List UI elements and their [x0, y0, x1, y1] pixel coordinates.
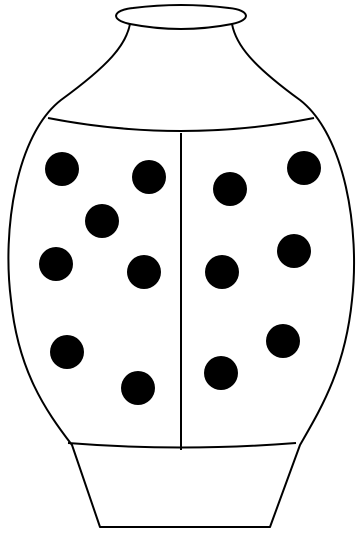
dot — [127, 255, 161, 289]
dot — [204, 356, 238, 390]
dot — [277, 234, 311, 268]
dot — [205, 255, 239, 289]
dot — [266, 324, 300, 358]
dot — [132, 160, 166, 194]
dot — [213, 172, 247, 206]
dot — [50, 335, 84, 369]
dot — [121, 371, 155, 405]
dot — [85, 204, 119, 238]
dot — [39, 247, 73, 281]
dot — [45, 152, 79, 186]
dot — [287, 151, 321, 185]
